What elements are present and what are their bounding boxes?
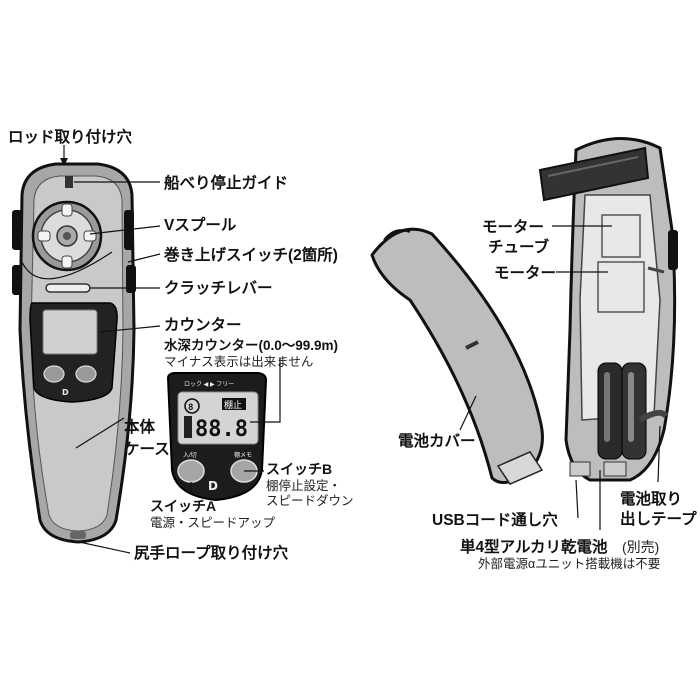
motor [597,261,645,313]
leader-lines [21,145,661,554]
label-tail-rope-hole: 尻手ロープ取り付け穴 [134,543,289,562]
label-pull-tape-2: 出しテープ [620,509,697,528]
label-external-power-note: 外部電源αユニット搭載機は不要 [478,556,660,571]
label-winding-switch: 巻き上げスイッチ(2箇所) [163,245,338,264]
svg-text:D: D [62,388,69,397]
label-v-spool: Vスプール [164,215,237,234]
label-motor-tube-1: モーター [482,218,544,236]
label-body-case-1: 本体 [124,417,156,436]
control-panel-small: D [29,302,118,403]
reel-body: D [12,162,136,544]
label-switch-b-desc1: 棚停止設定・ [266,478,341,493]
label-rod-hole: ロッド取り付け穴 [8,127,133,146]
annotations: ロッド取り付け穴 船べり停止ガイド Vスプール 巻き上げスイッチ(2箇所) クラ… [8,127,697,571]
label-depth-counter-note: マイナス表示は出来ません [164,355,313,369]
pull-tape [638,409,669,423]
label-body-case-2: ケース [124,440,170,458]
label-counter: カウンター [164,316,242,334]
switch-a-caption: 入/切 [183,452,197,459]
battery-compartment-view [538,137,678,482]
label-switch-a-desc: 電源・スピードアップ [150,516,276,530]
v-spool [31,200,103,272]
label-battery-cover: 電池カバー [398,431,476,450]
label-pull-tape-1: 電池取り [620,489,682,508]
label-motor: モーター [494,264,556,282]
gunwale-guide [65,176,73,188]
lock-free-label: ロック ◀ ▶ フリー [184,381,234,388]
control-panel-detail: ロック ◀ ▶ フリー 8 棚止 88.8 入/切 棚メモ D [166,372,268,502]
aaa-batteries [597,362,647,460]
label-clutch-lever: クラッチレバー [164,279,273,297]
label-usb-hole: USBコード通し穴 [432,510,558,529]
battery-cover [370,227,544,485]
label-depth-counter: 水深カウンター(0.0〜99.9m) [164,337,338,353]
label-battery-sold-separately: (別売) [622,539,659,555]
label-battery-type: 単4型アルカリ乾電池 [460,537,608,556]
switch-a-button[interactable] [177,459,205,483]
label-gunwale-guide: 船べり停止ガイド [164,173,288,192]
label-switch-a: スイッチA [150,498,216,514]
lcd-reading: 88.8 [195,417,248,442]
lcd-icon-digit: 8 [188,403,193,413]
label-motor-tube-2: チューブ [488,237,550,256]
label-switch-b-desc2: スピードダウン [266,493,354,508]
switch-b-caption: 棚メモ [234,451,252,459]
side-switch-left [12,210,22,250]
motor-tube [601,214,641,258]
lcd-badge: 棚止 [224,399,242,411]
brand-logo: D [208,479,218,493]
label-switch-b: スイッチB [266,461,332,477]
clutch-lever [45,283,91,293]
gear-icon [184,398,200,414]
